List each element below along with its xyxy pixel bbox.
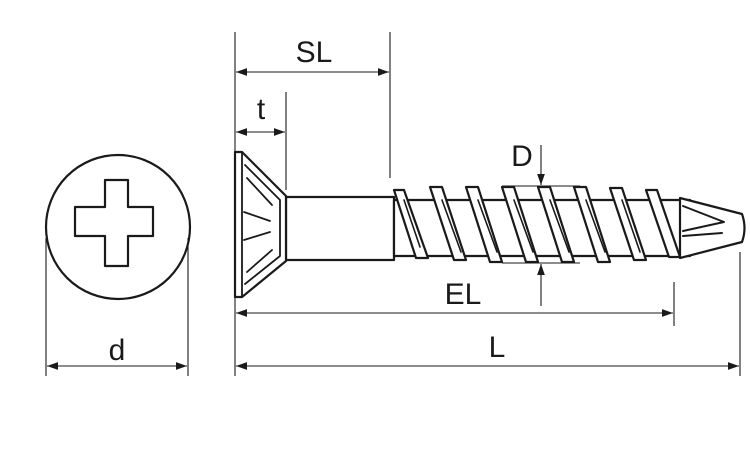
tip-detail: [682, 205, 725, 237]
label-d-upper: D: [511, 140, 533, 173]
dimension-labels: SL t D EL d L: [109, 36, 533, 367]
label-l: L: [489, 331, 506, 364]
screw-head-end-view: [44, 153, 192, 301]
label-t: t: [257, 93, 266, 126]
phillips-recess-icon: [73, 178, 155, 268]
shank: [284, 195, 396, 262]
dimension-lines: [47, 68, 739, 370]
head-recess-lines: [241, 151, 281, 298]
head-outline-circle: [44, 153, 192, 301]
label-sl: SL: [296, 36, 333, 69]
thread-flights: [392, 185, 682, 264]
extension-lines: [45, 32, 741, 376]
screw-tip: [678, 196, 746, 260]
label-el: EL: [445, 278, 482, 311]
label-d-lower: d: [109, 334, 126, 367]
screw-side-view: [233, 150, 746, 299]
